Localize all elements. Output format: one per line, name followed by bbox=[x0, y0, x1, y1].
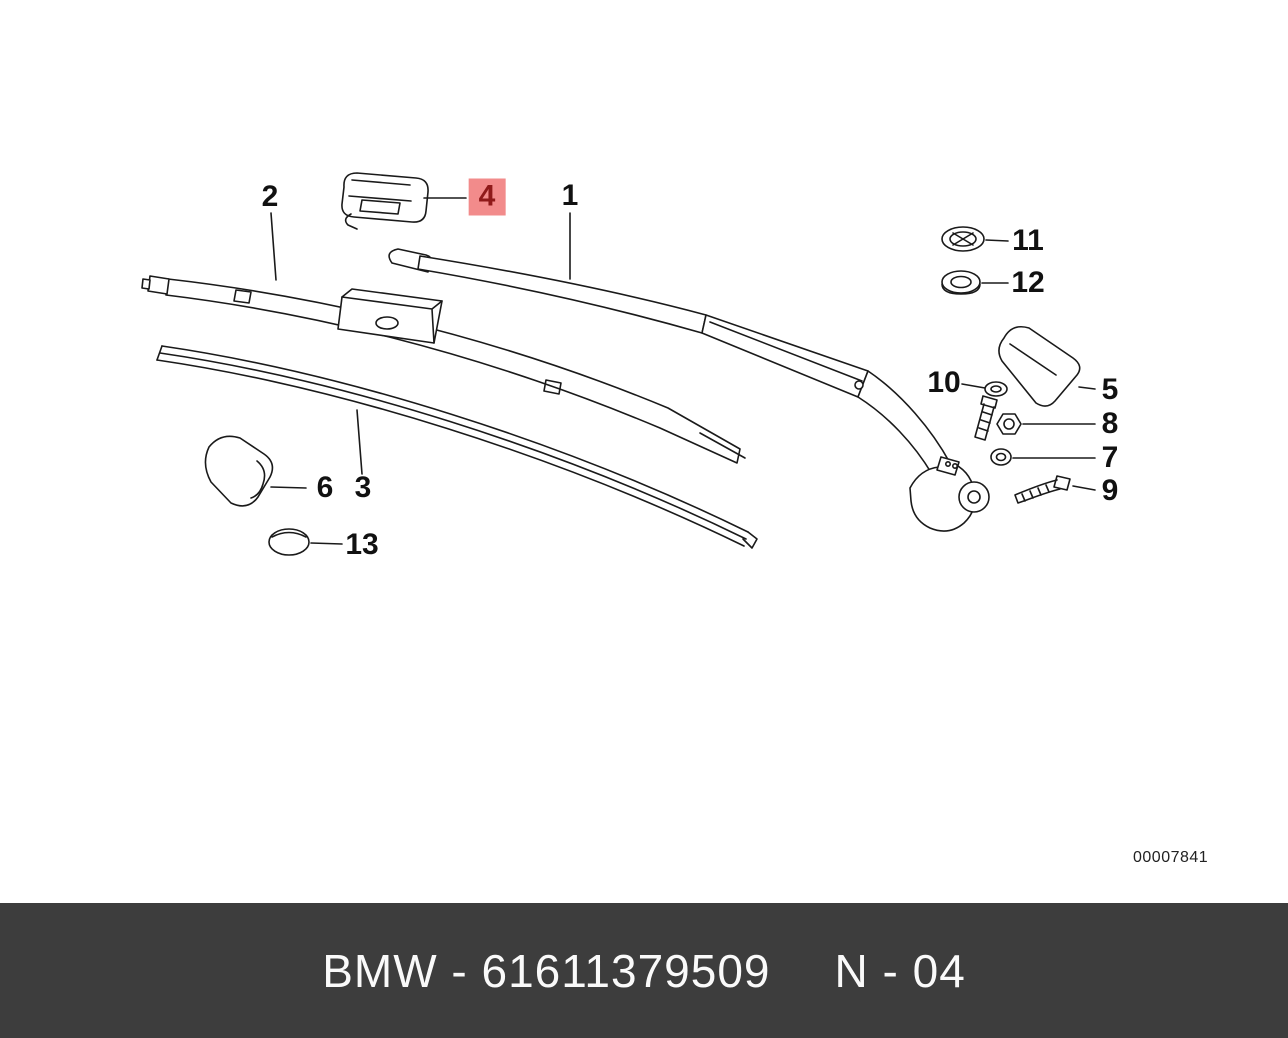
part-label-10[interactable]: 10 bbox=[927, 366, 961, 399]
exploded-parts-diagram: 2 4 1 11 12 10 5 8 7 9 6 3 13 00007841 bbox=[141, 172, 1209, 866]
part-label-2[interactable]: 2 bbox=[261, 180, 279, 213]
part-label-5[interactable]: 5 bbox=[1101, 373, 1119, 406]
footer-bar: BMW - 61611379509 N - 04 bbox=[0, 903, 1288, 1038]
part-label-12[interactable]: 12 bbox=[1011, 266, 1045, 299]
footer-page-code: N - 04 bbox=[834, 944, 966, 997]
part-label-6[interactable]: 6 bbox=[316, 471, 334, 504]
footer-part-number: BMW - 61611379509 bbox=[322, 944, 771, 997]
part-label-8[interactable]: 8 bbox=[1101, 407, 1119, 440]
wiper-assembly-drawing bbox=[141, 172, 1096, 556]
part-label-1[interactable]: 1 bbox=[561, 179, 579, 212]
drawing-number: 00007841 bbox=[1133, 849, 1209, 866]
part-label-7[interactable]: 7 bbox=[1101, 441, 1119, 474]
part-label-4-highlighted[interactable]: 4 bbox=[468, 178, 506, 216]
part-label-11[interactable]: 11 bbox=[1012, 224, 1044, 257]
part-label-3[interactable]: 3 bbox=[354, 471, 372, 504]
part-label-13[interactable]: 13 bbox=[345, 528, 379, 561]
part-label-9[interactable]: 9 bbox=[1101, 474, 1119, 507]
